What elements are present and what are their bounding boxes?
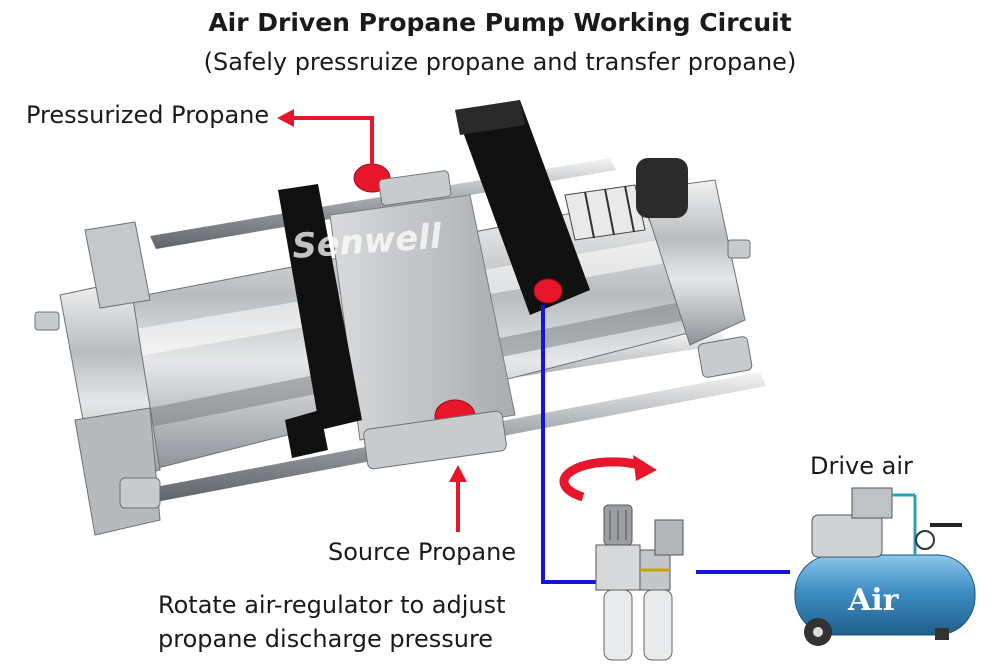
pressure-gauge-icon [916, 531, 934, 549]
tank-label: Air [847, 583, 900, 618]
air-compressor: Air [795, 488, 975, 646]
pressurized-propane-label: Pressurized Propane [26, 101, 269, 129]
pressurized-propane-arrow [277, 109, 372, 165]
regulator-instruction-line1: Rotate air-regulator to adjust [158, 591, 506, 619]
source-propane-label: Source Propane [328, 538, 516, 566]
source-propane-arrow [449, 465, 467, 532]
air-inlet-cap [534, 279, 562, 303]
rotate-arrow [564, 455, 657, 497]
regulator-instruction-line2: propane discharge pressure [158, 625, 493, 653]
air-regulator [596, 505, 683, 660]
drive-air-label: Drive air [810, 452, 913, 480]
